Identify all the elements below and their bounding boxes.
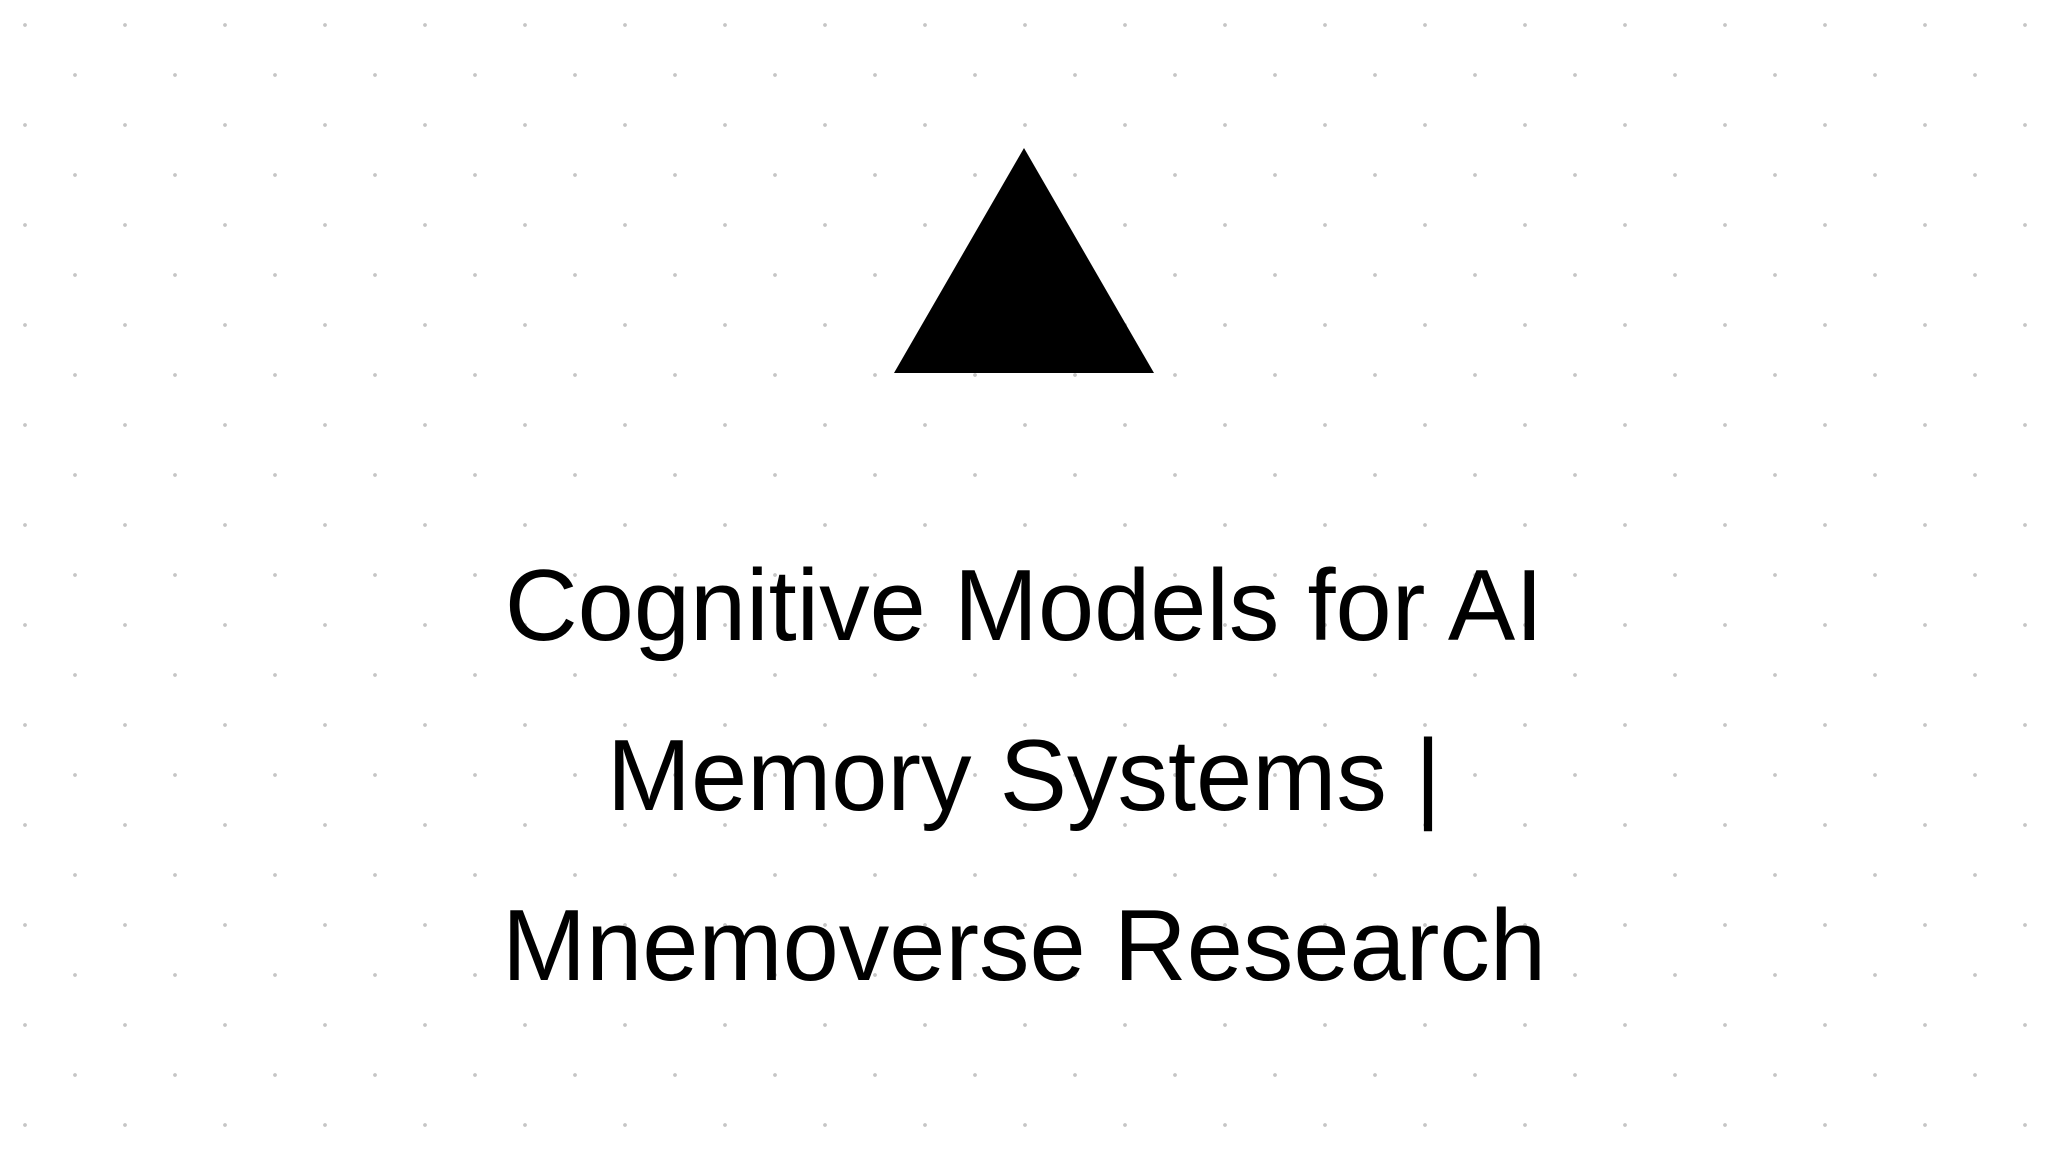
page-title-line-3: Mnemoverse Research: [501, 890, 1547, 1002]
page-title-line-1: Cognitive Models for AI: [504, 550, 1544, 662]
triangle-logo-icon: [894, 148, 1154, 373]
page-title-line-2: Memory Systems |: [606, 720, 1442, 832]
page-title: Cognitive Models for AI Memory Systems |…: [502, 521, 1546, 1031]
